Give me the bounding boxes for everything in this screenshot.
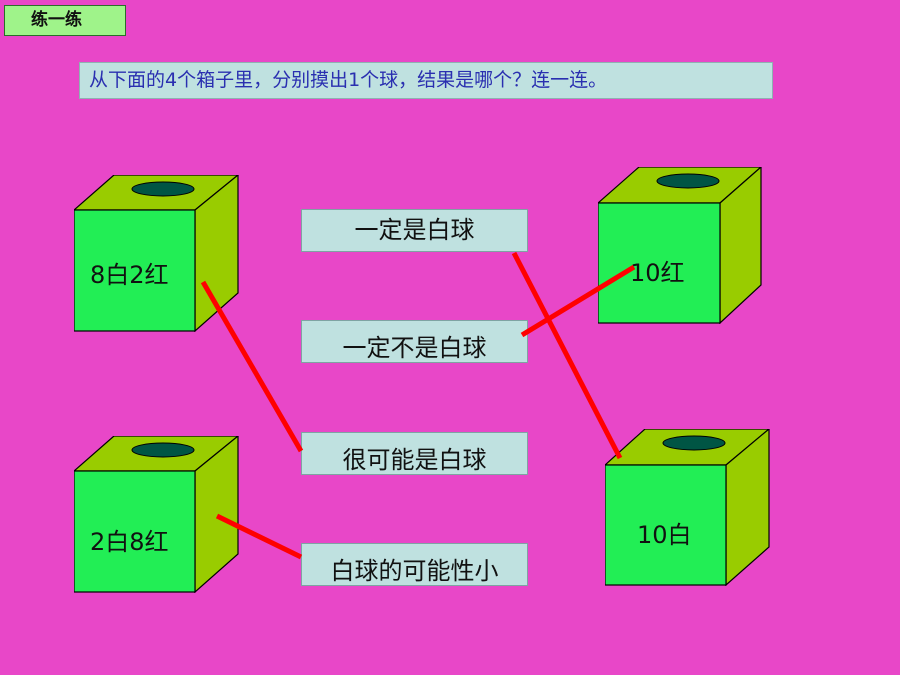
box-2-white-8-red[interactable]: 2白8红 xyxy=(74,436,239,593)
page-title: 练一练 xyxy=(4,5,126,36)
option-certain-white[interactable]: 一定是白球 xyxy=(301,209,528,252)
box-8-white-2-red[interactable]: 8白2红 xyxy=(74,175,239,332)
tissue-box-icon xyxy=(74,175,239,332)
box-label: 2白8红 xyxy=(90,528,169,556)
box-label: 8白2红 xyxy=(90,261,169,289)
question-text: 从下面的4个箱子里，分别摸出1个球，结果是哪个？连一连。 xyxy=(79,62,773,99)
option-white-unlikely[interactable]: 白球的可能性小 xyxy=(301,543,528,586)
tissue-box-icon xyxy=(74,436,239,593)
tissue-box-icon xyxy=(605,429,770,586)
box-10-white[interactable]: 10白 xyxy=(605,429,770,586)
box-label: 10白 xyxy=(637,521,692,549)
option-likely-white[interactable]: 很可能是白球 xyxy=(301,432,528,475)
option-certain-not-white[interactable]: 一定不是白球 xyxy=(301,320,528,363)
tissue-box-icon xyxy=(598,167,762,324)
box-10-red[interactable]: 10红 xyxy=(598,167,762,324)
box-label: 10红 xyxy=(630,259,685,287)
